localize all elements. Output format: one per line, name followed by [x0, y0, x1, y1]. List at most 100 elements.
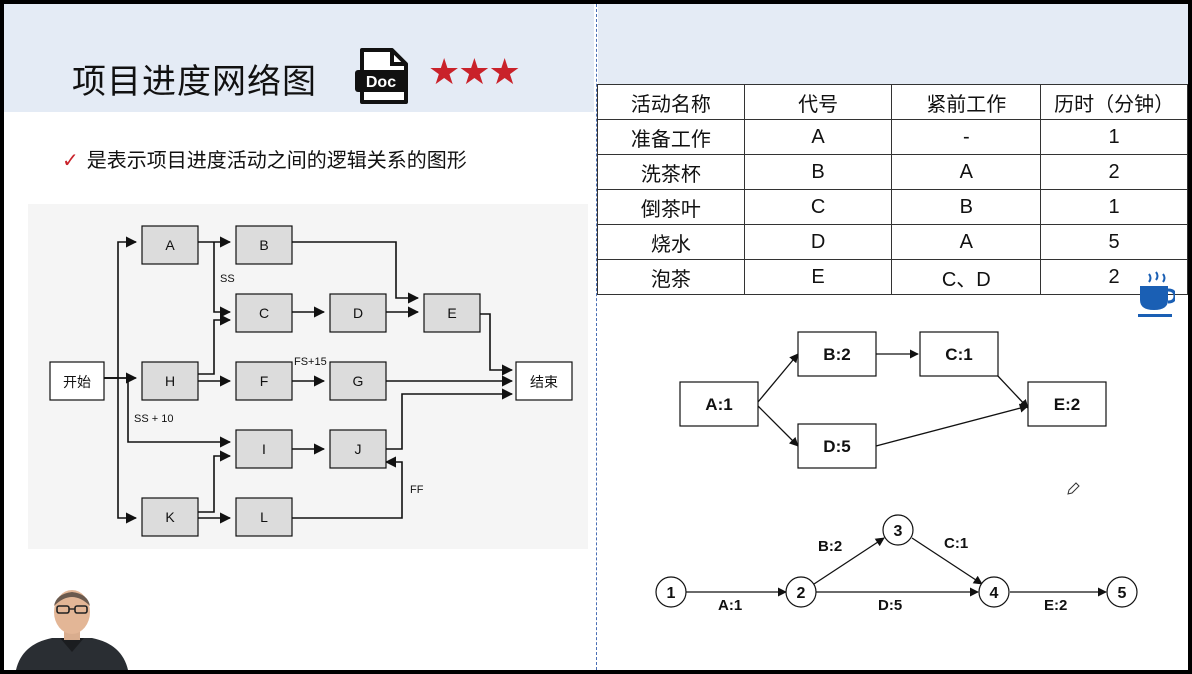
aon-node-d [797, 423, 877, 469]
aoa-activity-a: A:1 [718, 597, 742, 614]
aoa-event-label: 4 [990, 585, 999, 602]
aoa-edge-c [911, 537, 983, 585]
edge-b-c-ss [213, 242, 232, 318]
slide: 项目进度网络图 Doc ★★★ ✓是表示项目进度活动之间的逻辑关系的图形 [4, 4, 1188, 670]
edge-b-e [292, 241, 420, 304]
table-row: 烧水 D A 5 [597, 224, 1188, 260]
table-cell: A [743, 119, 893, 155]
label-ss: SS [220, 273, 235, 285]
bullet-text: 是表示项目进度活动之间的逻辑关系的图形 [86, 150, 467, 172]
aon-node-a-label: A:1 [705, 395, 732, 414]
aon-node-c [919, 331, 999, 377]
edge-start-a [104, 236, 138, 379]
end-node-label: 结束 [530, 374, 558, 390]
slide-divider [596, 4, 597, 670]
table-cell: 1 [1040, 189, 1188, 225]
table-row: 泡茶 E C、D 2 [597, 259, 1188, 295]
activity-node-label: I [262, 441, 266, 457]
activity-table-wrapper: 活动名称 代号 紧前工作 历时（分钟） 准备工作 A - 1 洗茶杯 B A 2… [597, 84, 1188, 295]
start-node-label: 开始 [63, 374, 91, 390]
activity-node-l [235, 497, 293, 537]
activity-node-label: H [165, 373, 175, 389]
aoa-edge-b [813, 537, 885, 585]
table-cell: B [891, 189, 1042, 225]
aon-node-b [797, 331, 877, 377]
activity-node-i [235, 429, 293, 469]
label-ss10: SS + 10 [134, 413, 173, 425]
table-cell: A [891, 154, 1042, 190]
activity-node-k [141, 497, 199, 537]
activity-node-label: D [353, 305, 363, 321]
aoa-event-label: 2 [797, 585, 806, 602]
activity-node-h [141, 361, 199, 401]
table-row: 洗茶杯 B A 2 [597, 154, 1188, 190]
table-cell: 洗茶杯 [597, 154, 745, 190]
activity-node-label: F [260, 373, 269, 389]
aoa-event-4 [978, 576, 1010, 608]
aon-node-c-label: C:1 [945, 345, 972, 364]
activity-node-label: A [165, 237, 175, 253]
aon-edge-a-b [757, 353, 799, 403]
aon-node-a [679, 381, 759, 427]
activity-node-d [329, 293, 387, 333]
edge-h-c [198, 314, 232, 375]
table-row: 倒茶叶 C B 1 [597, 189, 1188, 225]
table-cell: - [891, 119, 1042, 155]
table-cell: 2 [1040, 154, 1188, 190]
activity-node-g [329, 361, 387, 401]
aoa-event-1 [655, 576, 687, 608]
rating-stars: ★★★ [428, 51, 521, 92]
table-cell: B [743, 154, 893, 190]
aon-node-e [1027, 381, 1107, 427]
aon-node-d-label: D:5 [823, 437, 850, 456]
activity-node-label: E [447, 305, 456, 321]
table-cell: E [743, 259, 893, 295]
aoa-event-label: 5 [1118, 585, 1127, 602]
left-header-band [4, 4, 594, 112]
activity-node-label: C [259, 305, 269, 321]
aoa-event-2 [785, 576, 817, 608]
aoa-event-label: 1 [667, 585, 676, 602]
activity-node-label: B [259, 237, 268, 253]
table-cell: C [743, 189, 893, 225]
aon-edge-a-d [757, 405, 799, 447]
aon-edge-d-e [875, 403, 1029, 447]
right-header-band [598, 4, 1188, 84]
activity-table: 活动名称 代号 紧前工作 历时（分钟） 准备工作 A - 1 洗茶杯 B A 2… [597, 84, 1188, 295]
aoa-event-label: 3 [894, 523, 903, 540]
activity-node-a [141, 225, 199, 265]
aon-node-e-label: E:2 [1054, 395, 1080, 414]
table-header: 历时（分钟） [1040, 84, 1188, 120]
activity-node-label: J [355, 441, 362, 457]
activity-node-label: K [165, 509, 175, 525]
edge-j-end [386, 388, 514, 450]
doc-file-icon: Doc [355, 48, 408, 104]
doc-badge-text: Doc [366, 74, 396, 91]
table-cell: 倒茶叶 [597, 189, 745, 225]
table-cell: 准备工作 [597, 119, 745, 155]
pencil-cursor-icon [1067, 482, 1080, 495]
table-cell: 烧水 [597, 224, 745, 260]
presenter-avatar [16, 590, 128, 670]
page-title: 项目进度网络图 [72, 63, 317, 101]
activity-node-e [423, 293, 481, 333]
activity-node-c [235, 293, 293, 333]
end-node [515, 361, 573, 401]
bullet-point: ✓是表示项目进度活动之间的逻辑关系的图形 [62, 144, 467, 173]
aoa-activity-d: D:5 [878, 597, 902, 614]
activity-node-label: G [353, 373, 364, 389]
edge-e-end [480, 313, 514, 376]
activity-node-j [329, 429, 387, 469]
edge-l-j-ff [292, 456, 403, 519]
aoa-activity-e: E:2 [1044, 597, 1067, 614]
aoa-event-3 [882, 514, 914, 546]
table-row: 准备工作 A - 1 [597, 119, 1188, 155]
aoa-activity-b: B:2 [818, 538, 842, 555]
aoa-activity-c: C:1 [944, 535, 968, 552]
aon-edge-c-e [995, 373, 1029, 409]
table-header: 紧前工作 [891, 84, 1042, 120]
table-cell: 泡茶 [597, 259, 745, 295]
tea-cup-icon [1138, 271, 1175, 317]
